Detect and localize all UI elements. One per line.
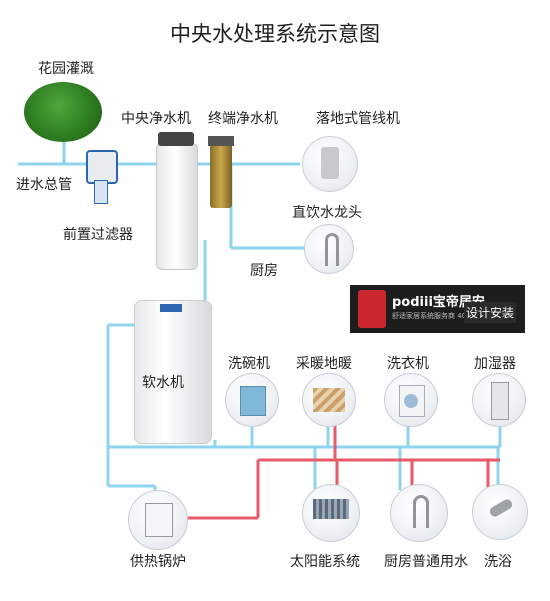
terminal-purifier-head xyxy=(208,136,234,146)
brand-tagline: 设计安装 xyxy=(464,302,517,323)
washer-image xyxy=(384,373,438,427)
floor-dispenser-label: 落地式管线机 xyxy=(316,111,400,127)
kitchen-label: 厨房 xyxy=(250,263,278,279)
prefilter-device xyxy=(86,150,118,184)
central-purifier-device xyxy=(156,143,198,270)
prefilter-label: 前置过滤器 xyxy=(63,227,133,243)
brand-subtitle: 舒适家居系统服务商 400 800 6750 xyxy=(392,312,507,320)
humidifier-label: 加湿器 xyxy=(474,356,516,372)
floor-heating-label: 采暖地暖 xyxy=(296,356,352,372)
terminal-purifier-device xyxy=(210,138,232,208)
boiler-label: 供热锅炉 xyxy=(130,554,186,570)
garden-label: 花园灌溉 xyxy=(38,61,94,77)
central-purifier-label: 中央净水机 xyxy=(121,111,191,127)
dishwasher-label: 洗碗机 xyxy=(228,356,270,372)
boiler-image xyxy=(128,490,188,550)
garden-lawn-image xyxy=(24,82,102,142)
brand-name: podiii宝帝居安 xyxy=(392,295,485,310)
terminal-purifier-label: 终端净水机 xyxy=(208,111,278,127)
page-title: 中央水处理系统示意图 xyxy=(170,22,380,46)
solar-label: 太阳能系统 xyxy=(290,554,360,570)
kitchen-faucet-image xyxy=(390,484,448,542)
washer-label: 洗衣机 xyxy=(387,356,429,372)
drinking-faucet-image xyxy=(304,224,354,274)
solar-image xyxy=(302,484,360,542)
softener-device xyxy=(134,300,212,444)
brand-logo-icon xyxy=(358,290,386,328)
kitchen-water-label: 厨房普通用水 xyxy=(384,554,468,570)
drinking-faucet-label: 直饮水龙头 xyxy=(292,205,362,221)
shower-label: 洗浴 xyxy=(484,554,512,570)
floor-dispenser-image xyxy=(302,136,358,192)
prefilter-bowl xyxy=(94,180,108,204)
central-purifier-cap xyxy=(158,132,194,146)
softener-display xyxy=(160,304,182,312)
softener-label: 软水机 xyxy=(142,375,184,391)
main-inlet-label: 进水总管 xyxy=(16,177,72,193)
dishwasher-image xyxy=(225,373,279,427)
shower-image xyxy=(472,484,528,540)
humidifier-image xyxy=(472,373,526,427)
floor-heating-image xyxy=(302,373,356,427)
